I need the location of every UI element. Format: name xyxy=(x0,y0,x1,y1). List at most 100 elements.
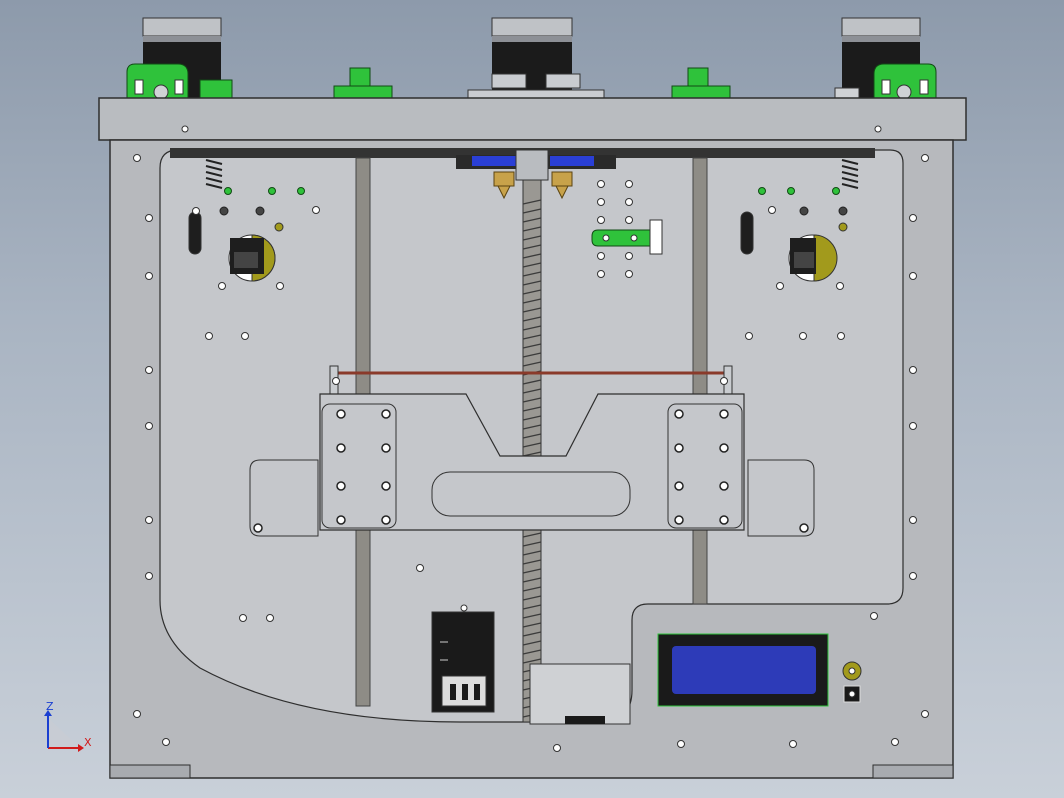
mounting-hole xyxy=(332,377,340,385)
carriage-block-right xyxy=(667,403,743,529)
screw-thread xyxy=(522,649,542,655)
mounting-hole xyxy=(909,272,917,280)
screw-thread xyxy=(522,451,542,457)
motor-opening-left xyxy=(228,234,276,282)
bolt-hole xyxy=(799,523,809,533)
mounting-hole xyxy=(218,282,226,290)
lcd-display xyxy=(657,633,829,707)
smooth-rod-right xyxy=(692,157,708,605)
bolt-hole xyxy=(719,515,729,525)
slot-right xyxy=(740,211,754,255)
green-marker xyxy=(787,187,795,195)
spring-right xyxy=(841,159,859,189)
screw-thread xyxy=(522,424,542,430)
bolt-hole xyxy=(719,481,729,491)
screw-thread xyxy=(522,208,542,214)
bolt-hole xyxy=(336,515,346,525)
mounting-hole xyxy=(192,207,200,215)
green-marker xyxy=(268,187,276,195)
screw-thread xyxy=(522,334,542,340)
mounting-hole xyxy=(870,612,878,620)
mounting-hole xyxy=(909,422,917,430)
mounting-hole xyxy=(909,366,917,374)
mounting-hole xyxy=(768,206,776,214)
bolt-hole xyxy=(674,515,684,525)
screw-thread xyxy=(522,271,542,277)
mounting-hole xyxy=(597,216,605,224)
dark-bolt xyxy=(219,206,229,216)
screw-thread xyxy=(522,343,542,349)
bolt-hole xyxy=(674,409,684,419)
mounting-hole xyxy=(625,198,633,206)
lcd-knob xyxy=(842,661,862,681)
carriage-block-left xyxy=(321,403,397,529)
rod-clamp-right xyxy=(671,67,731,99)
mounting-hole xyxy=(837,332,845,340)
screw-thread xyxy=(522,199,542,205)
mounting-hole xyxy=(597,180,605,188)
small-hole xyxy=(848,690,856,698)
bolt-hole xyxy=(719,443,729,453)
small-hole xyxy=(460,604,468,612)
screw-thread xyxy=(522,613,542,619)
motor-opening-right xyxy=(788,234,838,282)
screw-thread xyxy=(522,253,542,259)
triad-z-label: Z xyxy=(46,700,54,713)
dark-bolt xyxy=(799,206,809,216)
screw-thread xyxy=(522,280,542,286)
screw-thread xyxy=(522,262,542,268)
rod-clamp-left xyxy=(333,67,393,99)
bed-wing-left xyxy=(249,459,319,537)
bolt-hole xyxy=(674,481,684,491)
mounting-hole xyxy=(145,272,153,280)
nozzle-right xyxy=(551,171,573,200)
screw-thread xyxy=(522,433,542,439)
screw-thread xyxy=(522,604,542,610)
bolt-hole xyxy=(336,443,346,453)
mounting-hole xyxy=(625,252,633,260)
screw-thread xyxy=(522,586,542,592)
bolt-hole xyxy=(719,409,729,419)
screw-thread xyxy=(522,289,542,295)
mounting-hole xyxy=(745,332,753,340)
screw-thread xyxy=(522,379,542,385)
mounting-hole xyxy=(909,214,917,222)
screw-thread xyxy=(522,541,542,547)
mounting-hole xyxy=(266,614,274,622)
screw-thread xyxy=(522,532,542,538)
motor-bracket-right xyxy=(834,63,937,100)
mounting-hole xyxy=(776,282,784,290)
yellow-bolt xyxy=(274,222,284,232)
mounting-hole xyxy=(909,572,917,580)
electronics-bay xyxy=(529,663,631,725)
mounting-hole xyxy=(677,740,685,748)
mounting-hole xyxy=(597,270,605,278)
mounting-hole xyxy=(553,744,561,752)
bolt-hole xyxy=(381,515,391,525)
bolt-hole xyxy=(253,523,263,533)
triad-x-label: X xyxy=(84,736,92,749)
screw-thread xyxy=(522,316,542,322)
mounting-hole xyxy=(720,377,728,385)
screw-thread xyxy=(522,577,542,583)
bolt-hole xyxy=(674,443,684,453)
mounting-hole xyxy=(891,738,899,746)
bed-wing-right xyxy=(747,459,815,537)
endstop-switch xyxy=(591,219,663,255)
screw-thread xyxy=(522,595,542,601)
screw-thread xyxy=(522,640,542,646)
screw-thread xyxy=(522,442,542,448)
mounting-hole xyxy=(625,270,633,278)
mounting-hole xyxy=(789,740,797,748)
mounting-hole xyxy=(162,738,170,746)
orientation-triad: X Z xyxy=(44,700,92,752)
bolt-hole xyxy=(381,409,391,419)
mounting-hole xyxy=(921,710,929,718)
stepper-motor-center xyxy=(467,17,605,99)
screw-thread xyxy=(522,559,542,565)
screw-thread xyxy=(522,244,542,250)
screw-thread xyxy=(522,622,542,628)
green-marker xyxy=(832,187,840,195)
nozzle-left xyxy=(493,171,515,200)
